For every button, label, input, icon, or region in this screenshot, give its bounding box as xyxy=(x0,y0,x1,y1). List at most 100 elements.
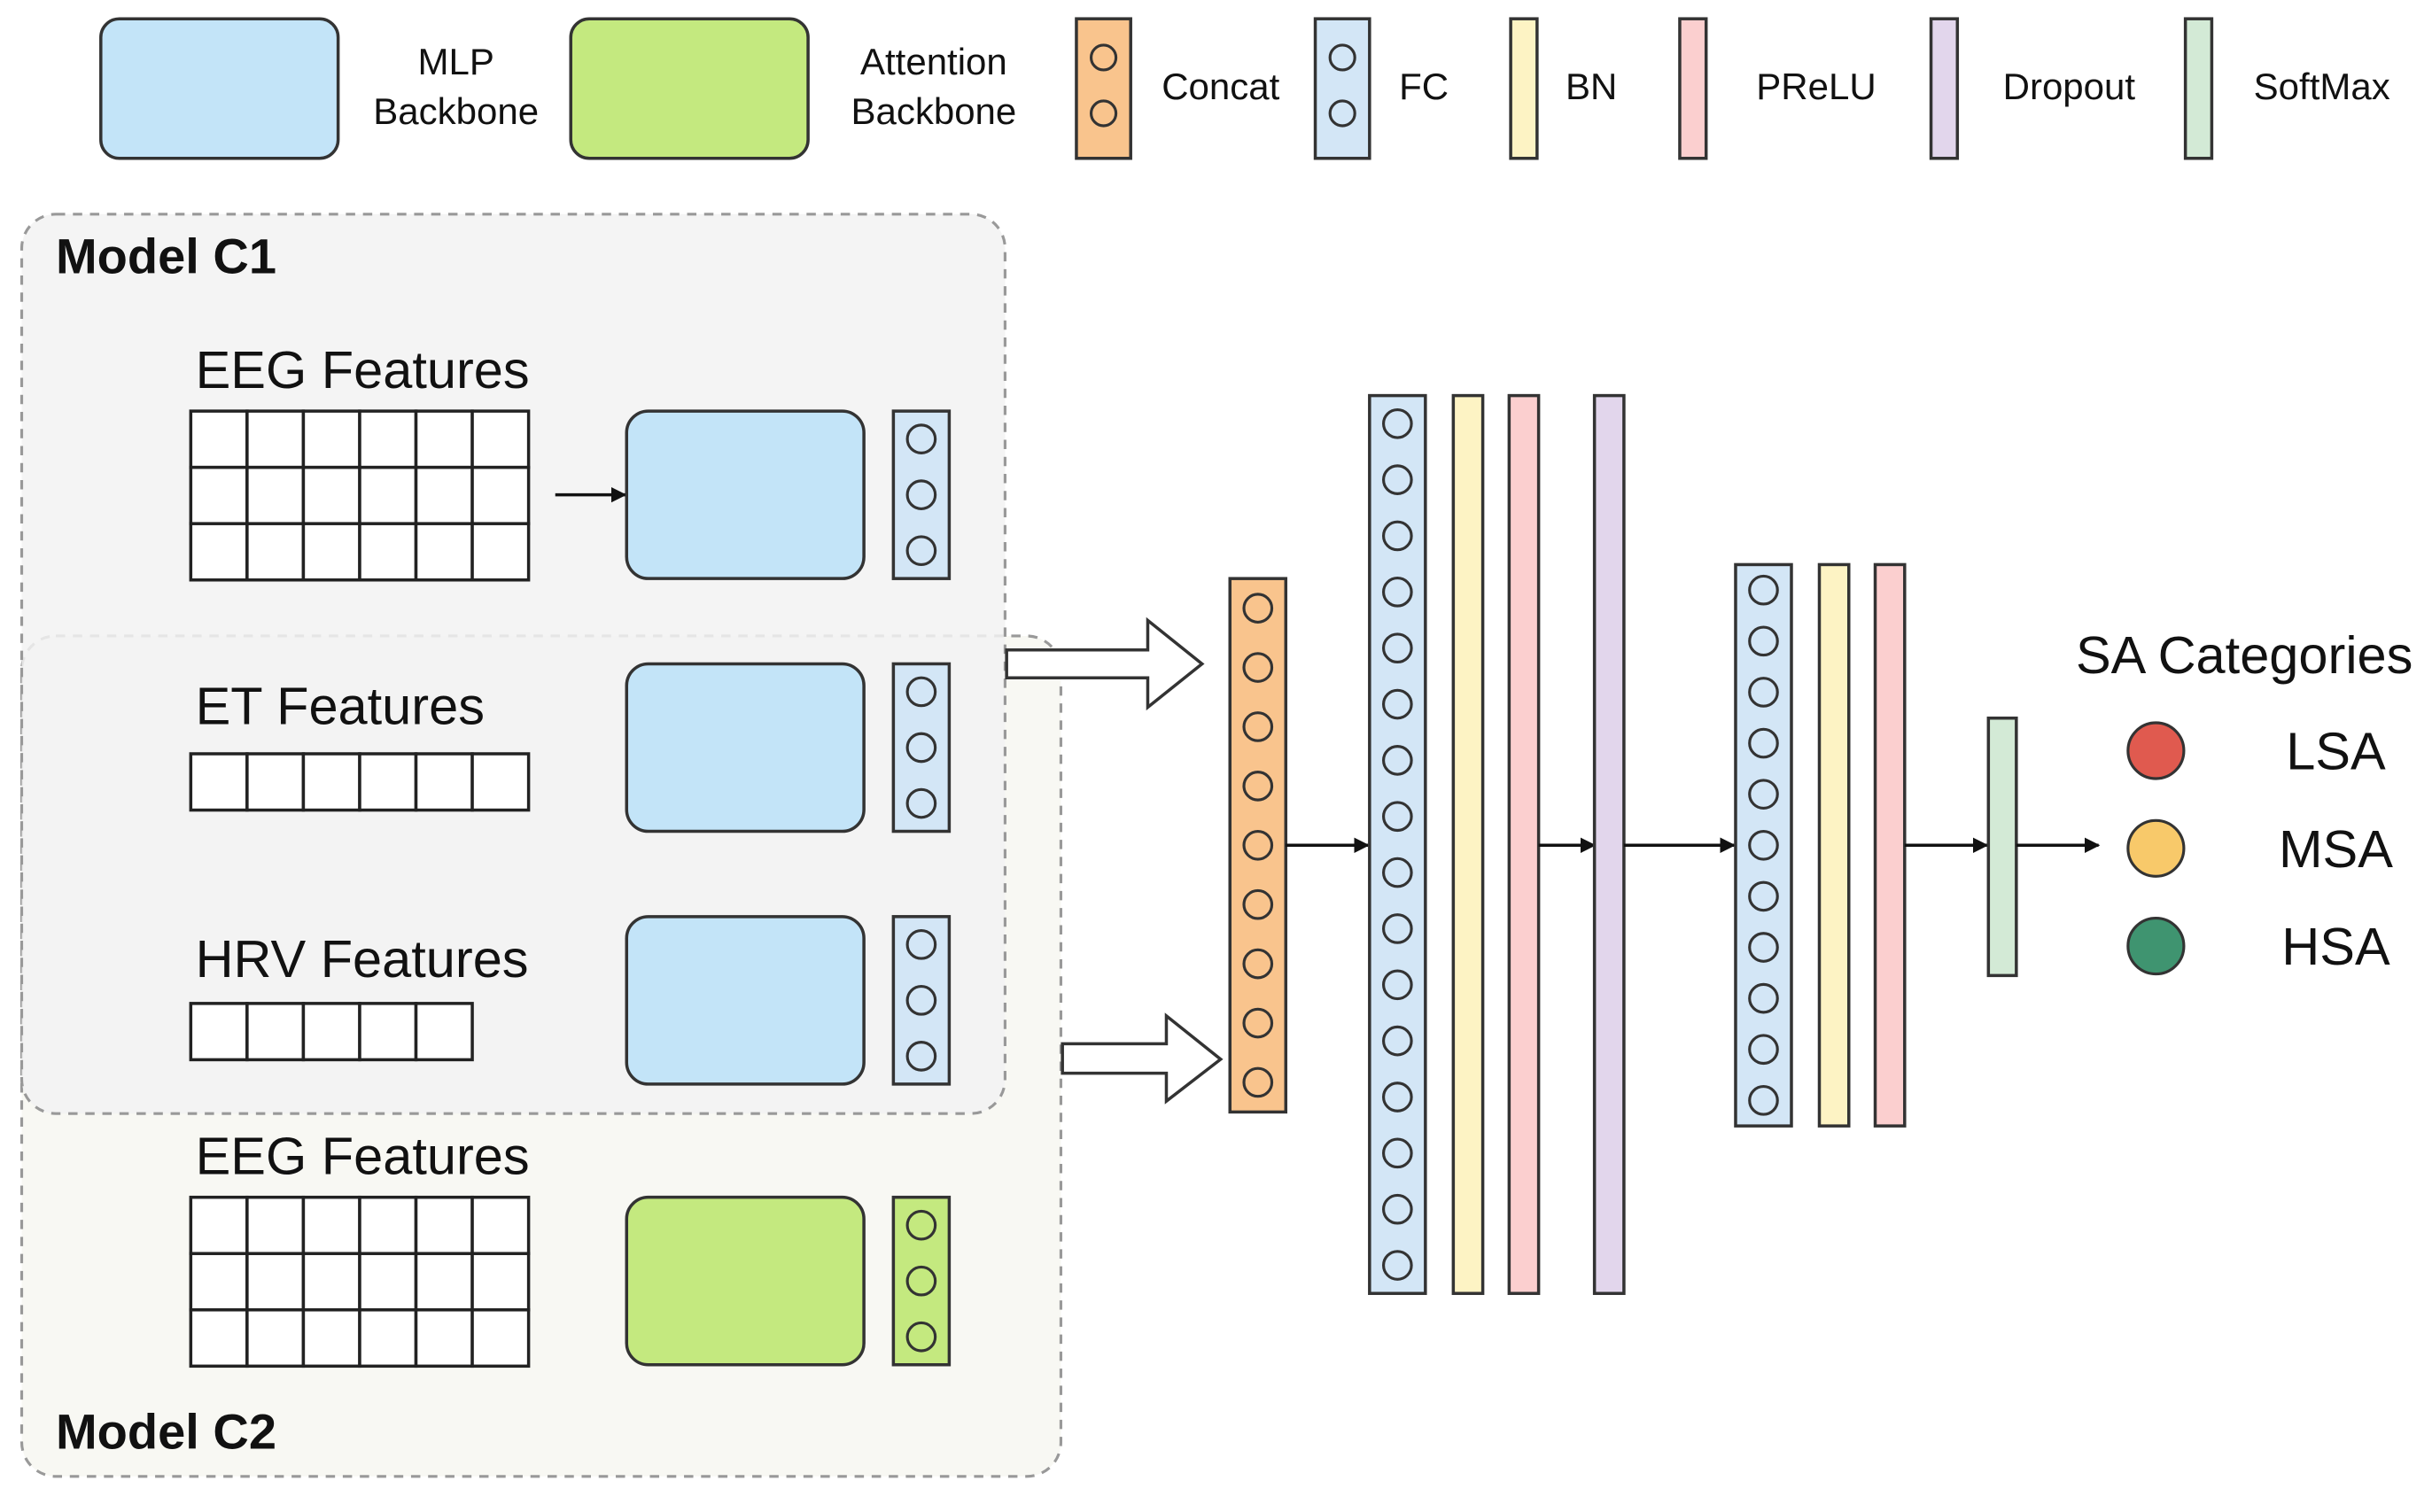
bn-layer-2 xyxy=(1817,562,1851,1128)
feature-cell xyxy=(470,409,531,469)
prelu-layer-2 xyxy=(1873,562,1907,1128)
feature-cell xyxy=(470,1308,531,1369)
legend-prelu: PReLU xyxy=(1678,17,1876,160)
neuron xyxy=(905,1265,937,1297)
concat-layer xyxy=(1228,577,1288,1114)
neuron xyxy=(905,928,937,960)
legend-fc-neuron xyxy=(1328,99,1356,128)
neuron xyxy=(905,787,937,819)
feature-cell xyxy=(470,1252,531,1312)
neuron xyxy=(1381,857,1413,888)
feature-cell xyxy=(358,1002,418,1062)
bn-layer-1 xyxy=(1451,393,1485,1295)
hrv-feature-grid xyxy=(189,1002,474,1062)
feature-cell xyxy=(189,409,249,469)
feature-cell xyxy=(414,465,474,525)
neuron xyxy=(1242,711,1274,742)
legend-dropout-label: Dropout xyxy=(2003,66,2136,107)
neuron xyxy=(1748,727,1779,759)
feature-cell xyxy=(189,465,249,525)
neuron xyxy=(1381,969,1413,1001)
sa-categories: SA Categories LSA MSA HSA xyxy=(2076,625,2413,976)
feature-cell xyxy=(358,752,418,812)
legend-fc-swatch xyxy=(1313,17,1371,160)
category-label: MSA xyxy=(2279,819,2393,879)
feature-cell xyxy=(414,409,474,469)
neuron xyxy=(1381,1137,1413,1169)
neuron xyxy=(1748,932,1779,963)
sa-categories-title: SA Categories xyxy=(2076,625,2413,685)
softmax-layer xyxy=(1986,716,2018,978)
category-dot xyxy=(2126,916,2186,976)
neuron xyxy=(1381,407,1413,439)
feature-cell xyxy=(301,1002,361,1062)
branch-output-fc-et xyxy=(891,662,952,834)
feature-cell xyxy=(245,522,306,582)
feature-cell xyxy=(245,1195,306,1255)
feature-cell xyxy=(301,465,361,525)
feature-cell xyxy=(358,1195,418,1255)
model-c1-title: Model C1 xyxy=(56,228,276,283)
feature-cell xyxy=(189,522,249,582)
feature-cell xyxy=(189,1002,249,1062)
eeg-features-label-c2: EEG Features xyxy=(196,1126,530,1185)
neuron xyxy=(1381,913,1413,944)
feature-cell xyxy=(245,1252,306,1312)
category-msa: MSA xyxy=(2126,818,2393,879)
feature-cell xyxy=(189,1308,249,1369)
eeg-feature-grid-c2 xyxy=(189,1195,531,1369)
category-lsa: LSA xyxy=(2126,721,2386,781)
feature-cell xyxy=(301,1195,361,1255)
mlp-backbone-eeg xyxy=(625,409,866,580)
neuron xyxy=(1242,1007,1274,1039)
layer-box xyxy=(891,409,952,580)
layer-box xyxy=(891,662,952,834)
neuron xyxy=(1748,677,1779,708)
fc-layer-2 xyxy=(1734,562,1793,1128)
neuron xyxy=(1748,625,1779,657)
feature-cell xyxy=(189,752,249,812)
category-label: HSA xyxy=(2281,917,2390,976)
legend-concat-label: Concat xyxy=(1162,66,1279,107)
legend-dropout-swatch xyxy=(1929,17,1960,160)
hrv-features-label: HRV Features xyxy=(196,929,529,989)
legend-bn-swatch xyxy=(1509,17,1539,160)
branch-et: ET Features xyxy=(189,662,952,834)
feature-cell xyxy=(245,409,306,469)
prelu-layer-1 xyxy=(1507,393,1541,1295)
neuron xyxy=(1242,948,1274,980)
neuron xyxy=(1381,688,1413,720)
model-c2-output-arrow xyxy=(1061,1012,1224,1105)
attention-backbone-eeg xyxy=(625,1195,866,1367)
neuron xyxy=(1748,829,1779,861)
neuron xyxy=(1381,1193,1413,1225)
model-c2-title: Model C2 xyxy=(56,1403,276,1459)
dropout-layer xyxy=(1592,393,1626,1295)
eeg-features-label: EEG Features xyxy=(196,340,530,399)
feature-cell xyxy=(245,1308,306,1369)
neuron xyxy=(1748,1085,1779,1116)
feature-cell xyxy=(245,1002,306,1062)
legend-mlp-backbone-swatch xyxy=(99,17,340,160)
legend-fc-label: FC xyxy=(1399,66,1449,107)
legend-concat: Concat xyxy=(1075,17,1280,160)
neuron xyxy=(905,423,937,454)
feature-cell xyxy=(189,1195,249,1255)
legend-concat-swatch xyxy=(1075,17,1132,160)
neuron xyxy=(1381,520,1413,552)
legend-bn-label: BN xyxy=(1566,66,1617,107)
neuron xyxy=(1748,779,1779,810)
feature-cell xyxy=(414,1252,474,1312)
legend-fc-neuron xyxy=(1328,43,1356,72)
legend-prelu-label: PReLU xyxy=(1756,66,1876,107)
feature-cell xyxy=(414,1002,474,1062)
legend-bn: BN xyxy=(1509,17,1617,160)
neuron xyxy=(1748,982,1779,1014)
feature-cell xyxy=(414,1195,474,1255)
neuron xyxy=(1381,464,1413,495)
